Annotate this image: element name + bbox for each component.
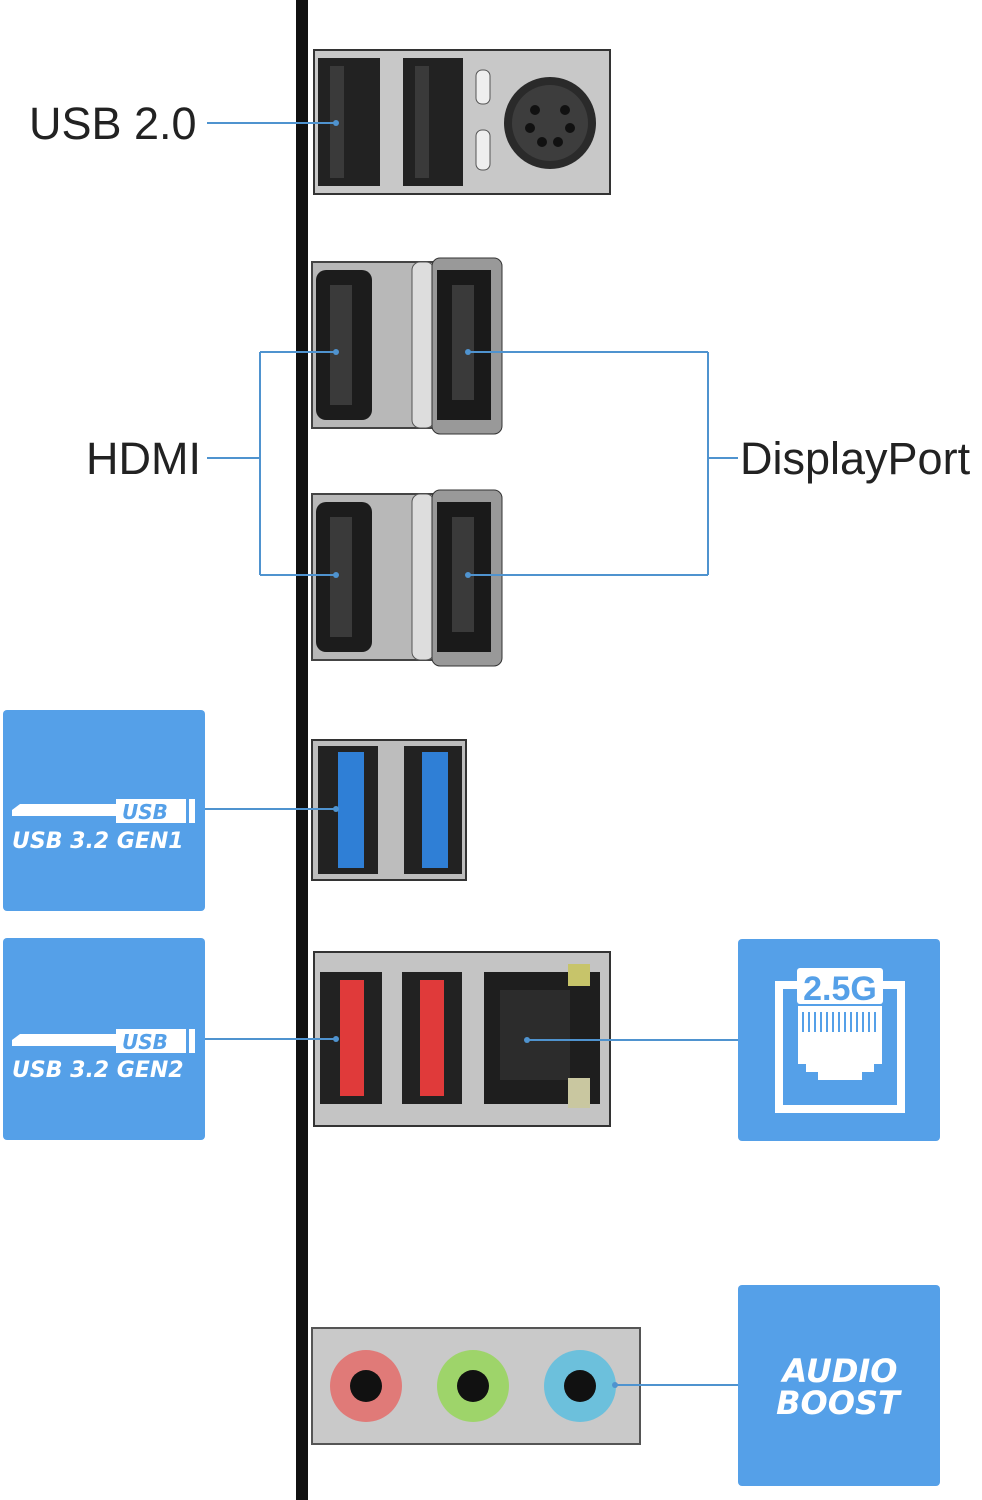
usb-gen1-text: USB 3.2 GEN1 xyxy=(12,829,184,854)
usb2-label: USB 2.0 xyxy=(29,98,197,149)
usb3-gen2-lan-block xyxy=(313,951,611,1127)
usb3-gen1-port-block xyxy=(311,739,467,881)
leader-lines xyxy=(205,120,738,1388)
usb-gen2-text: USB 3.2 GEN2 xyxy=(12,1058,184,1083)
hdmi-dp-block-2 xyxy=(311,489,503,667)
lan-led xyxy=(568,964,590,986)
io-shield-edge xyxy=(296,0,308,1500)
usb-logo-bar xyxy=(12,804,118,816)
usb2-ps2-port-block xyxy=(313,49,611,195)
audio-boost-badge: AUDIO BOOST xyxy=(738,1285,940,1486)
hdmi-dp-block-1 xyxy=(311,257,503,435)
usb-gen2-badge: USB USB 3.2 GEN2 xyxy=(3,938,205,1140)
usb-logo-text: USB xyxy=(122,1030,168,1054)
displayport-label: DisplayPort xyxy=(740,433,971,484)
usb-logo-bar xyxy=(12,1034,118,1046)
lan-badge: 2.5G xyxy=(738,939,940,1141)
lan-led xyxy=(568,1078,590,1108)
usb-logo-text: USB xyxy=(122,800,168,824)
audio-jack-block xyxy=(311,1327,641,1445)
usb-gen1-badge: USB USB 3.2 GEN1 xyxy=(3,710,205,911)
audio-boost-line1: AUDIO xyxy=(780,1352,898,1390)
usb2-port xyxy=(403,58,463,186)
audio-boost-line2: BOOST xyxy=(776,1384,902,1422)
ethernet-port-icon xyxy=(775,968,905,1113)
lan-speed-text: 2.5G xyxy=(803,970,877,1008)
hdmi-label: HDMI xyxy=(86,433,201,484)
